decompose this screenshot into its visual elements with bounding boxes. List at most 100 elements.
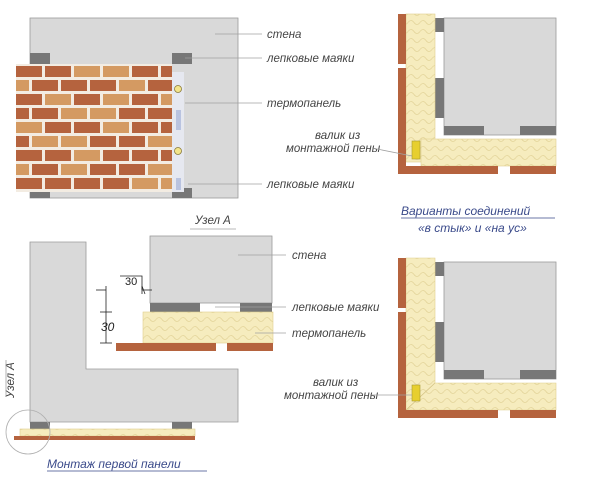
beacon bbox=[435, 18, 444, 32]
beacon bbox=[172, 188, 192, 198]
brick bbox=[161, 66, 172, 77]
brick bbox=[45, 122, 71, 133]
brick bbox=[148, 80, 172, 91]
facade-view bbox=[16, 17, 239, 199]
label-node-a-vertical: Узел А bbox=[5, 362, 17, 399]
brick bbox=[103, 94, 129, 105]
brick-row bbox=[227, 343, 273, 351]
brick bbox=[90, 164, 116, 175]
label-foam-line2-2: монтажной пены bbox=[284, 390, 379, 402]
joint-butt-labels: валик из монтажной пены Варианты соедине… bbox=[286, 130, 555, 235]
beacon bbox=[172, 53, 192, 64]
brick bbox=[161, 122, 172, 133]
brick bbox=[32, 136, 58, 147]
panel-edge bbox=[172, 72, 184, 192]
brick bbox=[132, 150, 158, 161]
insulation-layer bbox=[405, 13, 436, 163]
caption-joint-line1: Варианты соединений bbox=[401, 204, 531, 218]
joint-butt bbox=[398, 13, 557, 174]
brick bbox=[103, 66, 129, 77]
wall bbox=[443, 17, 557, 136]
insulation-layer bbox=[420, 138, 557, 167]
brick-column bbox=[398, 68, 406, 166]
brick-row bbox=[398, 166, 498, 174]
brick bbox=[148, 136, 172, 147]
beacon bbox=[240, 303, 272, 312]
brick-row bbox=[398, 410, 498, 418]
brick bbox=[90, 108, 116, 119]
brick bbox=[90, 80, 116, 91]
brick bbox=[61, 80, 87, 91]
beacon bbox=[520, 370, 556, 379]
label-thermopanel-2: термопанель bbox=[292, 328, 366, 340]
brick-column bbox=[398, 14, 406, 64]
facade-labels: стена лепковые маяки термопанель лепковы… bbox=[185, 29, 355, 230]
brick bbox=[132, 178, 158, 189]
brick bbox=[132, 66, 158, 77]
beacon bbox=[172, 422, 192, 429]
brick bbox=[148, 108, 172, 119]
brick bbox=[16, 80, 29, 91]
brick-row bbox=[14, 436, 195, 440]
brick bbox=[161, 94, 172, 105]
brick bbox=[103, 150, 129, 161]
brick bbox=[32, 80, 58, 91]
label-foam-line1: валик из bbox=[315, 130, 361, 142]
node-a-circle bbox=[5, 409, 51, 455]
fastener-icon bbox=[174, 85, 182, 93]
label-beacons: лепковые маяки bbox=[266, 53, 355, 65]
label-foam-line1-2: валик из bbox=[313, 377, 359, 389]
beacon bbox=[30, 53, 50, 64]
brick bbox=[132, 94, 158, 105]
brick bbox=[16, 150, 42, 161]
brick bbox=[16, 136, 29, 147]
brick-row bbox=[510, 166, 556, 174]
brick bbox=[45, 94, 71, 105]
beacon bbox=[435, 262, 444, 276]
wall bbox=[443, 261, 557, 380]
brick bbox=[90, 136, 116, 147]
label-thermopanel: термопанель bbox=[267, 98, 341, 110]
brick bbox=[61, 164, 87, 175]
brick bbox=[16, 178, 42, 189]
brick bbox=[148, 164, 172, 175]
brick bbox=[16, 122, 42, 133]
brick bbox=[74, 150, 100, 161]
brick bbox=[119, 80, 145, 91]
joint-mitre bbox=[398, 257, 557, 418]
dimension-vertical: 30 bbox=[101, 320, 115, 334]
brick bbox=[74, 122, 100, 133]
brick bbox=[161, 150, 172, 161]
beacon bbox=[444, 370, 484, 379]
brick-row bbox=[510, 410, 556, 418]
beacon bbox=[435, 78, 444, 118]
dimension-horizontal: 30 bbox=[125, 276, 137, 288]
beacon bbox=[444, 126, 484, 135]
wall-block bbox=[149, 235, 273, 304]
foam-bead bbox=[411, 140, 421, 160]
insulation-layer bbox=[142, 311, 274, 344]
beacon bbox=[30, 422, 50, 429]
brick bbox=[103, 122, 129, 133]
brick bbox=[16, 66, 42, 77]
brick bbox=[61, 108, 87, 119]
brick bbox=[74, 94, 100, 105]
beacon bbox=[150, 303, 200, 312]
brick bbox=[74, 178, 100, 189]
label-node-a: Узел А bbox=[194, 215, 231, 227]
fastener-icon bbox=[174, 147, 182, 155]
label-beacons-2: лепковые маяки bbox=[291, 302, 380, 314]
brick bbox=[61, 136, 87, 147]
label-beacons-bottom: лепковые маяки bbox=[266, 179, 355, 191]
brick bbox=[161, 178, 172, 189]
joint-mitre-labels: валик из монтажной пены bbox=[284, 377, 412, 402]
brick-column bbox=[398, 312, 406, 418]
brick-column bbox=[398, 258, 406, 308]
label-wall: стена bbox=[267, 29, 301, 41]
brick bbox=[45, 66, 71, 77]
brick-row bbox=[116, 343, 216, 351]
brick bbox=[45, 150, 71, 161]
brick bbox=[16, 108, 29, 119]
beacon bbox=[435, 322, 444, 362]
brick-panel bbox=[16, 64, 172, 192]
